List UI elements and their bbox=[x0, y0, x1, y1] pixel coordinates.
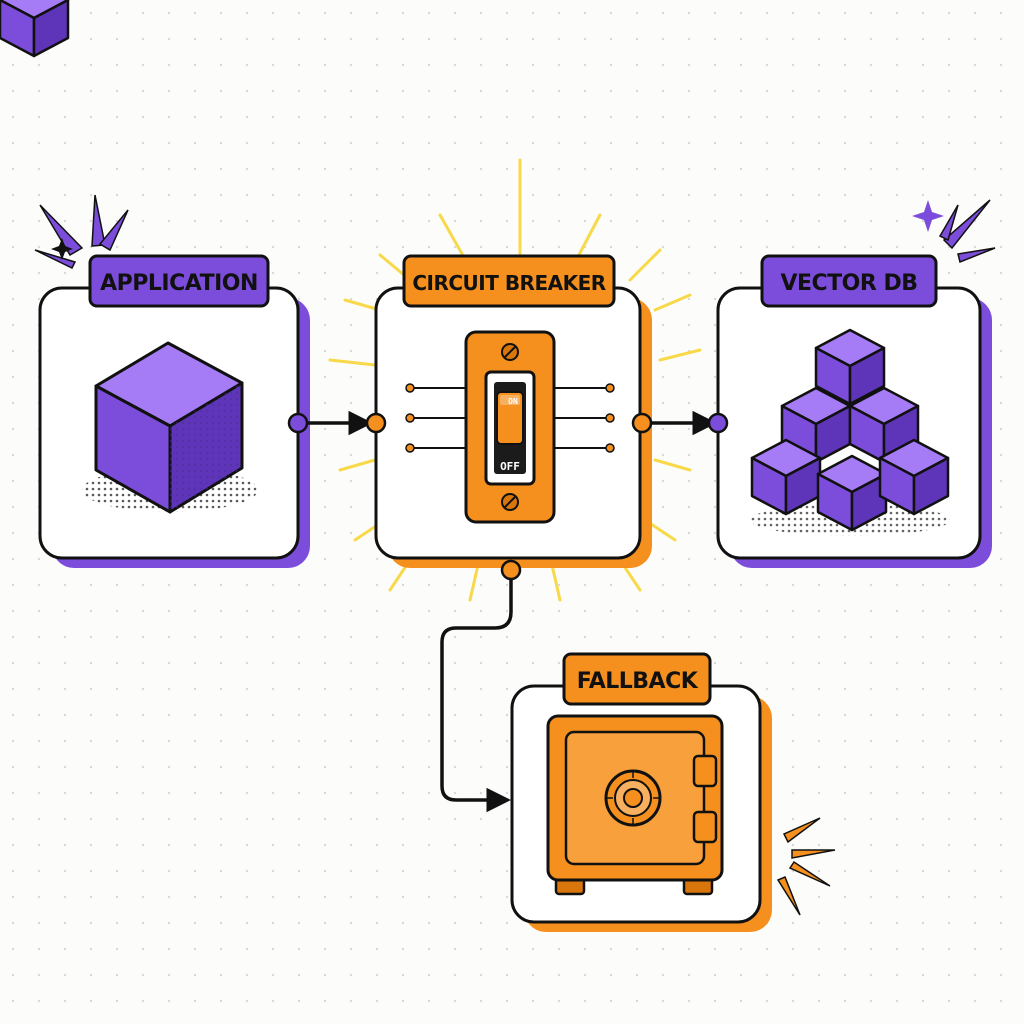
application-label: APPLICATION bbox=[100, 271, 258, 296]
edge-circuit-breaker-to-vector-db bbox=[631, 410, 729, 436]
circuit-breaker-label-tag: CIRCUIT BREAKER bbox=[402, 254, 616, 308]
safe-icon bbox=[546, 714, 724, 896]
fallback-node[interactable]: FALLBACK bbox=[510, 652, 772, 932]
spark-decoration-right bbox=[912, 199, 996, 264]
switch-on-label: ON bbox=[508, 397, 518, 406]
cube-icon bbox=[82, 341, 258, 514]
vector-db-label: VECTOR DB bbox=[780, 271, 917, 296]
spark-decoration-left bbox=[34, 194, 129, 269]
fallback-label: FALLBACK bbox=[577, 669, 699, 694]
circuit-breaker-node[interactable]: CIRCUIT BREAKER bbox=[374, 254, 652, 568]
edge-application-to-circuit-breaker bbox=[287, 410, 387, 436]
switch-off-label: OFF bbox=[500, 460, 520, 473]
circuit-breaker-label: CIRCUIT BREAKER bbox=[412, 271, 605, 295]
stacked-cubes-icon bbox=[0, 0, 950, 536]
spark-decoration-bottom bbox=[776, 817, 836, 916]
fallback-label-tag: FALLBACK bbox=[562, 652, 712, 706]
vector-db-label-tag: VECTOR DB bbox=[760, 254, 938, 308]
application-node[interactable]: APPLICATION bbox=[38, 254, 310, 568]
wire-lines bbox=[410, 387, 610, 449]
breaker-switch-icon: ON OFF bbox=[405, 330, 615, 524]
application-label-tag: APPLICATION bbox=[88, 254, 270, 308]
edge-circuit-breaker-to-fallback bbox=[440, 559, 522, 813]
wire-terminals bbox=[405, 383, 615, 453]
vector-db-node[interactable]: VECTOR DB bbox=[0, 0, 992, 568]
